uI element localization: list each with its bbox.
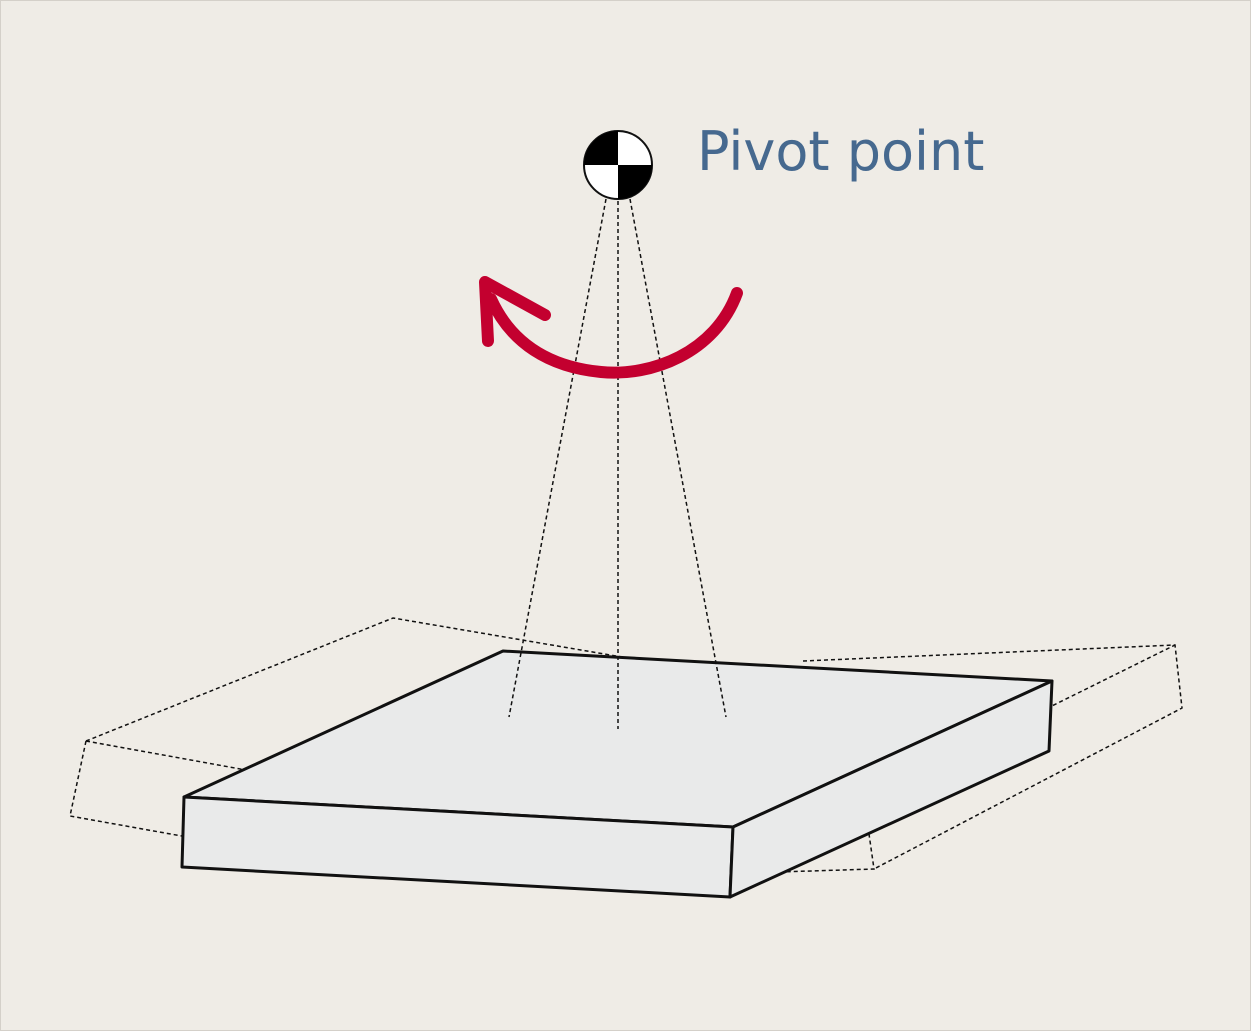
projection-line-left bbox=[508, 198, 607, 718]
ghost-slab-left-top-edge bbox=[85, 617, 670, 742]
pivot-marker-lower-right-quadrant bbox=[618, 165, 652, 199]
rotation-arrow-arc bbox=[485, 287, 743, 379]
slab bbox=[180, 649, 1054, 899]
pivot-marker-icon bbox=[583, 130, 653, 200]
pivot-projection-lines bbox=[508, 198, 727, 729]
pivot-point-label: Pivot point bbox=[697, 120, 985, 183]
slab-side-face bbox=[728, 679, 1054, 899]
pivot-marker-upper-left-quadrant bbox=[584, 131, 618, 165]
ghost-slab-right-top-edge bbox=[802, 644, 1183, 870]
projection-line-right bbox=[629, 198, 727, 718]
rotation-arrow-head bbox=[479, 276, 551, 347]
rotation-arrow-icon bbox=[479, 276, 743, 379]
